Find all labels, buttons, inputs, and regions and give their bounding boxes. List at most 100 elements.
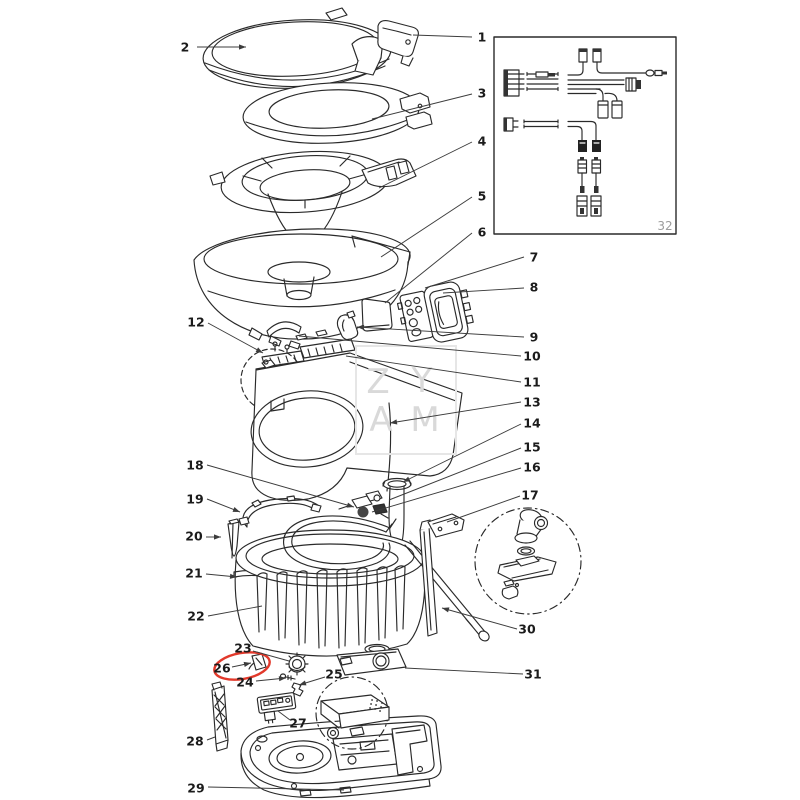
main-housing-shape [250, 390, 364, 468]
wiring-harness-inset-shape [523, 119, 559, 129]
fitting-detail-circle-shape [536, 518, 546, 528]
outer-shell [193, 228, 411, 350]
toilet-lid-assembly [202, 7, 419, 89]
bowl-assembly-shape [367, 161, 400, 173]
flush-hose-loop-shape [291, 520, 387, 565]
switch-panel [256, 692, 297, 724]
leader-line-9 [356, 326, 525, 338]
control-panel-shape-shape [434, 295, 458, 329]
part-number-label-9: 9 [530, 330, 539, 345]
leader-line-12 [207, 322, 264, 354]
fitting-detail-circle-shape [514, 532, 538, 544]
part-number-label-24: 24 [236, 675, 254, 690]
watermark-letter: Z [366, 362, 389, 402]
gear-cap-shape [288, 666, 306, 672]
part-number-label-3: 3 [478, 86, 487, 101]
wiring-harness-inset-shape [548, 73, 555, 77]
leader-line-23 [252, 650, 290, 662]
part-number-label-6: 6 [478, 225, 487, 240]
wiring-harness-inset [493, 36, 677, 235]
part-number-label-23: 23 [234, 641, 251, 656]
hook-bracket-shape [346, 310, 356, 319]
wiring-harness-inset-shape [580, 186, 585, 193]
leader-line-13 [389, 401, 522, 424]
lever-part-shape [248, 657, 263, 670]
mount-bracket-shape [453, 520, 459, 526]
switch-panel-shape [260, 695, 293, 711]
leader-line-30 [441, 607, 518, 630]
pump-plate-shape [375, 655, 387, 667]
control-panel-shape-shape [411, 328, 422, 337]
pump-cover-detail-shape [369, 699, 383, 712]
leader-arrow-25 [299, 680, 307, 686]
watermark-letter: A [369, 400, 392, 440]
part-number-label-28: 28 [186, 734, 203, 749]
base-pan-shape [395, 729, 421, 734]
part-number-label-7: 7 [530, 250, 539, 265]
part-number-label-13: 13 [523, 395, 540, 410]
part-number-label-15: 15 [523, 440, 540, 455]
curved-bumper-shape [284, 344, 290, 350]
water-valve-shape [338, 505, 389, 519]
clamp-ring [238, 495, 322, 528]
main-housing-shape [270, 398, 285, 412]
control-panel-shape-shape [415, 305, 423, 313]
part-number-label-29: 29 [187, 781, 204, 796]
control-panel-shape-shape [465, 314, 474, 324]
mount-bracket-shape [432, 516, 457, 525]
wiring-harness-inset-shape [591, 163, 602, 169]
part-number-label-31: 31 [524, 667, 541, 682]
pump-plate-shape [336, 648, 407, 676]
flush-hose-loop-shape [385, 518, 397, 533]
wiring-harness-inset-shape [578, 140, 587, 152]
wiring-harness-inset-shape [535, 71, 549, 78]
inset-label-layer: 32 [657, 219, 672, 233]
float-cone-shape [227, 521, 240, 557]
base-pan-shape [256, 735, 268, 743]
fitting-detail-circle-shape [520, 548, 532, 554]
leader-arrow-9 [357, 324, 365, 331]
leader-line-27 [277, 710, 291, 721]
wiring-harness-inset-shape [577, 163, 588, 169]
seat-ring [242, 82, 433, 144]
wiring-harness-inset-shape [504, 70, 508, 96]
part-number-label-19: 19 [186, 492, 203, 507]
side-bracket-shape [215, 739, 229, 752]
part-number-label-2: 2 [181, 40, 190, 55]
wiring-harness-inset-shape [579, 49, 587, 52]
wiring-harness-inset-shape [593, 49, 601, 52]
base-pan-shape [268, 740, 332, 774]
water-valve-shape [357, 506, 369, 518]
leader-line-16 [371, 467, 522, 513]
part-number-label-17: 17 [521, 488, 538, 503]
water-valve-shape [373, 494, 381, 502]
fitting-detail-circle-shape [503, 579, 515, 587]
base-pan-shape [240, 752, 431, 799]
wiring-harness-inset-shape [594, 208, 598, 214]
discharge-tube-shape [478, 630, 490, 642]
base-pan-shape [254, 744, 262, 752]
fitting-detail-circle-shape [497, 556, 557, 582]
mount-bracket [427, 513, 465, 538]
main-housing-shape [349, 361, 457, 402]
wiring-harness-inset-shape [507, 73, 525, 90]
pump-cover-detail-shape [338, 706, 390, 729]
wiring-harness-inset-shape [567, 120, 597, 141]
toilet-lid-assembly-shape [382, 27, 412, 36]
switch-panel-shape [263, 710, 276, 722]
seat-ring-shape [268, 89, 390, 129]
blade-seal-shape [361, 298, 393, 332]
outer-shell-shape [207, 289, 396, 308]
part-number-label-1: 1 [478, 30, 487, 45]
wiring-harness-inset-shape [580, 208, 584, 214]
leader-arrow-19 [232, 507, 240, 512]
leader-line-5 [380, 196, 473, 258]
gear-cap-shape [285, 652, 309, 676]
leader-arrow-12 [255, 347, 263, 353]
part-number-label-11: 11 [523, 375, 540, 390]
leader-arrow-30 [442, 607, 450, 613]
base-pan-shape [276, 745, 324, 769]
control-panel [396, 281, 474, 343]
wiring-harness-inset-shape [512, 120, 519, 128]
